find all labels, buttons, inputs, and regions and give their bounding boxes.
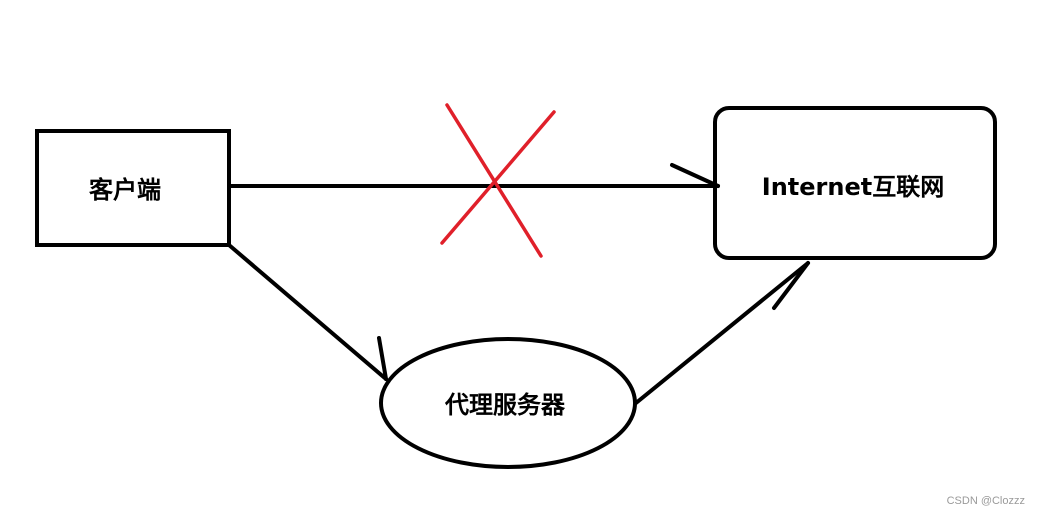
blocked-x-mark	[440, 103, 556, 258]
client-to-proxy-arrow-head	[377, 336, 388, 381]
client-box	[35, 129, 231, 247]
proxy-to-internet-arrow-head	[772, 261, 810, 310]
direct-arrow-head	[670, 163, 720, 188]
watermark-text: CSDN @Clozzz	[946, 495, 1025, 507]
proxy-label: 代理服务器	[444, 391, 566, 419]
internet-label: Internet互联网	[762, 173, 944, 201]
client-label: 客户端	[89, 176, 161, 204]
proxy-to-internet-arrow	[634, 261, 810, 405]
direct-connection-arrow	[227, 163, 720, 188]
client-to-proxy-arrow	[227, 243, 388, 381]
